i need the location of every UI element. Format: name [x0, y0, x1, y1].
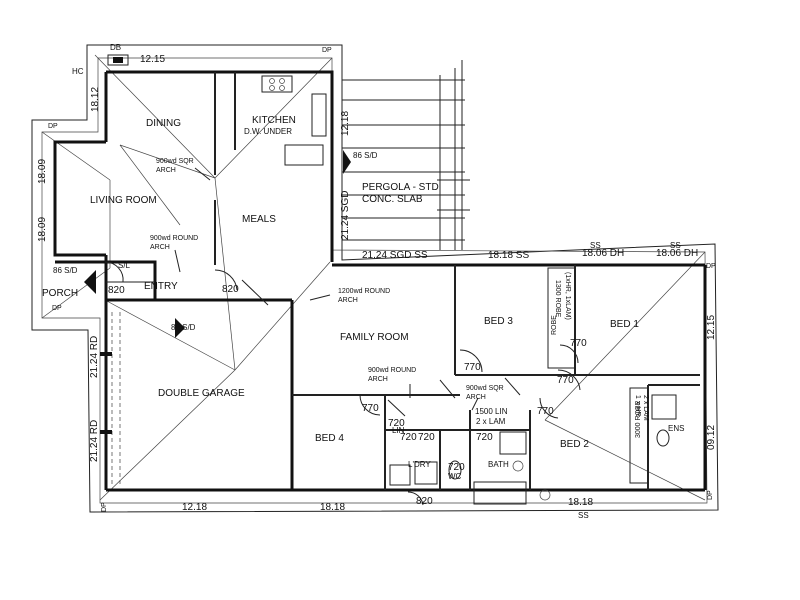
room-kitchen: KITCHEN: [252, 115, 296, 126]
door-size: 820: [416, 496, 433, 507]
dimension: 18.18: [568, 497, 593, 508]
pergola-label-2: CONC. SLAB: [362, 194, 423, 205]
room-family: FAMILY ROOM: [340, 332, 409, 343]
door-size: 720: [400, 432, 417, 443]
room-porch: PORCH: [42, 288, 78, 299]
arch-note: ARCH: [156, 167, 176, 174]
sliding-door-note: 86 S/D: [353, 151, 378, 160]
dimensions: 12.15 18.12 18.09 18.09 12.18 21.24 SGD …: [37, 54, 717, 513]
roof-outline: [31, 44, 719, 513]
door-size: 720: [388, 418, 405, 429]
arch-note: ARCH: [368, 376, 388, 383]
door-size: 770: [557, 375, 574, 386]
dimension: 18.09: [37, 159, 48, 184]
dp-marker: DP: [101, 502, 108, 512]
door-size: 720: [476, 432, 493, 443]
garage-door: [111, 312, 121, 485]
room-laundry: L'DRY: [408, 460, 431, 469]
dp-marker: DP: [48, 123, 58, 130]
door-size: 820: [222, 284, 239, 295]
dp-marker: DP: [706, 263, 716, 270]
ss-marker: SS: [670, 241, 681, 250]
pergola: [342, 60, 470, 250]
room-bed-4: BED 4: [315, 433, 344, 444]
door-size: 770: [537, 406, 554, 417]
dimension: 12.15: [706, 315, 717, 340]
dimension: 18.18 SS: [488, 250, 529, 261]
room-entry: ENTRY: [144, 281, 178, 292]
linen-note: 1500 LIN: [475, 407, 508, 416]
dimension: 18.06 DH: [656, 248, 698, 259]
room-meals: MEALS: [242, 214, 276, 225]
room-garage: DOUBLE GARAGE: [158, 388, 245, 399]
arch-note: 900wd ROUND: [150, 235, 198, 242]
sliding-door-marker: [343, 150, 351, 174]
door-size: 820: [108, 285, 125, 296]
robe-note: 3000 ROBE: [635, 400, 642, 438]
door-size: 770: [570, 338, 587, 349]
dp-marker: DP: [322, 47, 332, 54]
arch-note: ARCH: [150, 244, 170, 251]
dp-marker: DP: [52, 305, 62, 312]
arch-note: ARCH: [466, 394, 486, 401]
room-bed-2: BED 2: [560, 439, 589, 450]
hc-marker: HC: [72, 67, 84, 76]
door-size: 720: [418, 432, 435, 443]
room-lin: LIN: [392, 426, 405, 435]
door-swings: [104, 261, 581, 506]
kitchen-dw-note: D.W. UNDER: [244, 127, 292, 136]
room-wc: WC: [448, 472, 462, 481]
room-bed-1: BED 1: [610, 319, 639, 330]
robe-note: 1 x HR: [634, 395, 641, 416]
arch-note: 900wd SQR: [466, 385, 504, 392]
sidelight-note: S/L: [118, 261, 131, 270]
sliding-door-note: 86 S/D: [171, 323, 196, 332]
dp-marker: DP: [707, 490, 714, 500]
door-sizes: 820 820 820 770 770 770 770 770 720 720 …: [108, 284, 587, 507]
db-marker: DB: [110, 43, 121, 52]
dimension: 09.12: [706, 425, 717, 450]
linen-note: 2 x LAM: [476, 417, 506, 426]
dimension: 21.24 SGD: [340, 191, 351, 240]
ss-marker: SS: [590, 241, 601, 250]
dimension: 18.09: [37, 217, 48, 242]
sliding-door-marker: [175, 318, 185, 338]
dimension: 21.24 RD: [89, 336, 100, 378]
arch-note: ARCH: [338, 297, 358, 304]
room-dining: DINING: [146, 118, 181, 129]
fixtures: [100, 54, 677, 505]
dimension: 12.18: [340, 111, 351, 136]
door-size: 770: [362, 403, 379, 414]
room-ens: ENS: [668, 424, 684, 433]
markers: DB HC DP DP DP DP DP DP SS SS SS: [48, 43, 716, 520]
opening-notes: 900wd SQR ARCH 900wd ROUND ARCH 1200wd R…: [53, 151, 649, 438]
ss-marker: SS: [578, 511, 589, 520]
dimension: 18.06 DH: [582, 248, 624, 259]
room-bed-3: BED 3: [484, 316, 513, 327]
dimension: 21.24 SGD SS: [362, 250, 428, 261]
arch-note: 1200wd ROUND: [338, 288, 390, 295]
door-size: 720: [448, 462, 465, 473]
dimension: 12.18: [182, 502, 207, 513]
dimension: 12.15: [140, 54, 165, 65]
robe-note: 2 x LAM: [642, 395, 649, 421]
door-size: 770: [464, 362, 481, 373]
dimension: 18.18: [320, 502, 345, 513]
room-labels: DINING KITCHEN D.W. UNDER LIVING ROOM ME…: [42, 115, 684, 481]
arch-note: 900wd ROUND: [368, 367, 416, 374]
walls: [53, 70, 707, 492]
pergola-label-1: PERGOLA - STD: [362, 182, 439, 193]
arch-arrows: [174, 167, 479, 411]
dimension: 21.24 RD: [89, 420, 100, 462]
dimension: 18.12: [90, 87, 101, 112]
robe-note: (1xHR, 1xLAM): [564, 272, 571, 320]
robe-note: ROBE: [551, 315, 558, 335]
sliding-door-marker: [84, 270, 96, 294]
sliding-door-note: 86 S/D: [53, 266, 78, 275]
robe-note: 1300 ROBE: [554, 280, 561, 318]
room-bath: BATH: [488, 460, 509, 469]
room-living: LIVING ROOM: [90, 195, 157, 206]
arch-note: 900wd SQR: [156, 158, 194, 165]
